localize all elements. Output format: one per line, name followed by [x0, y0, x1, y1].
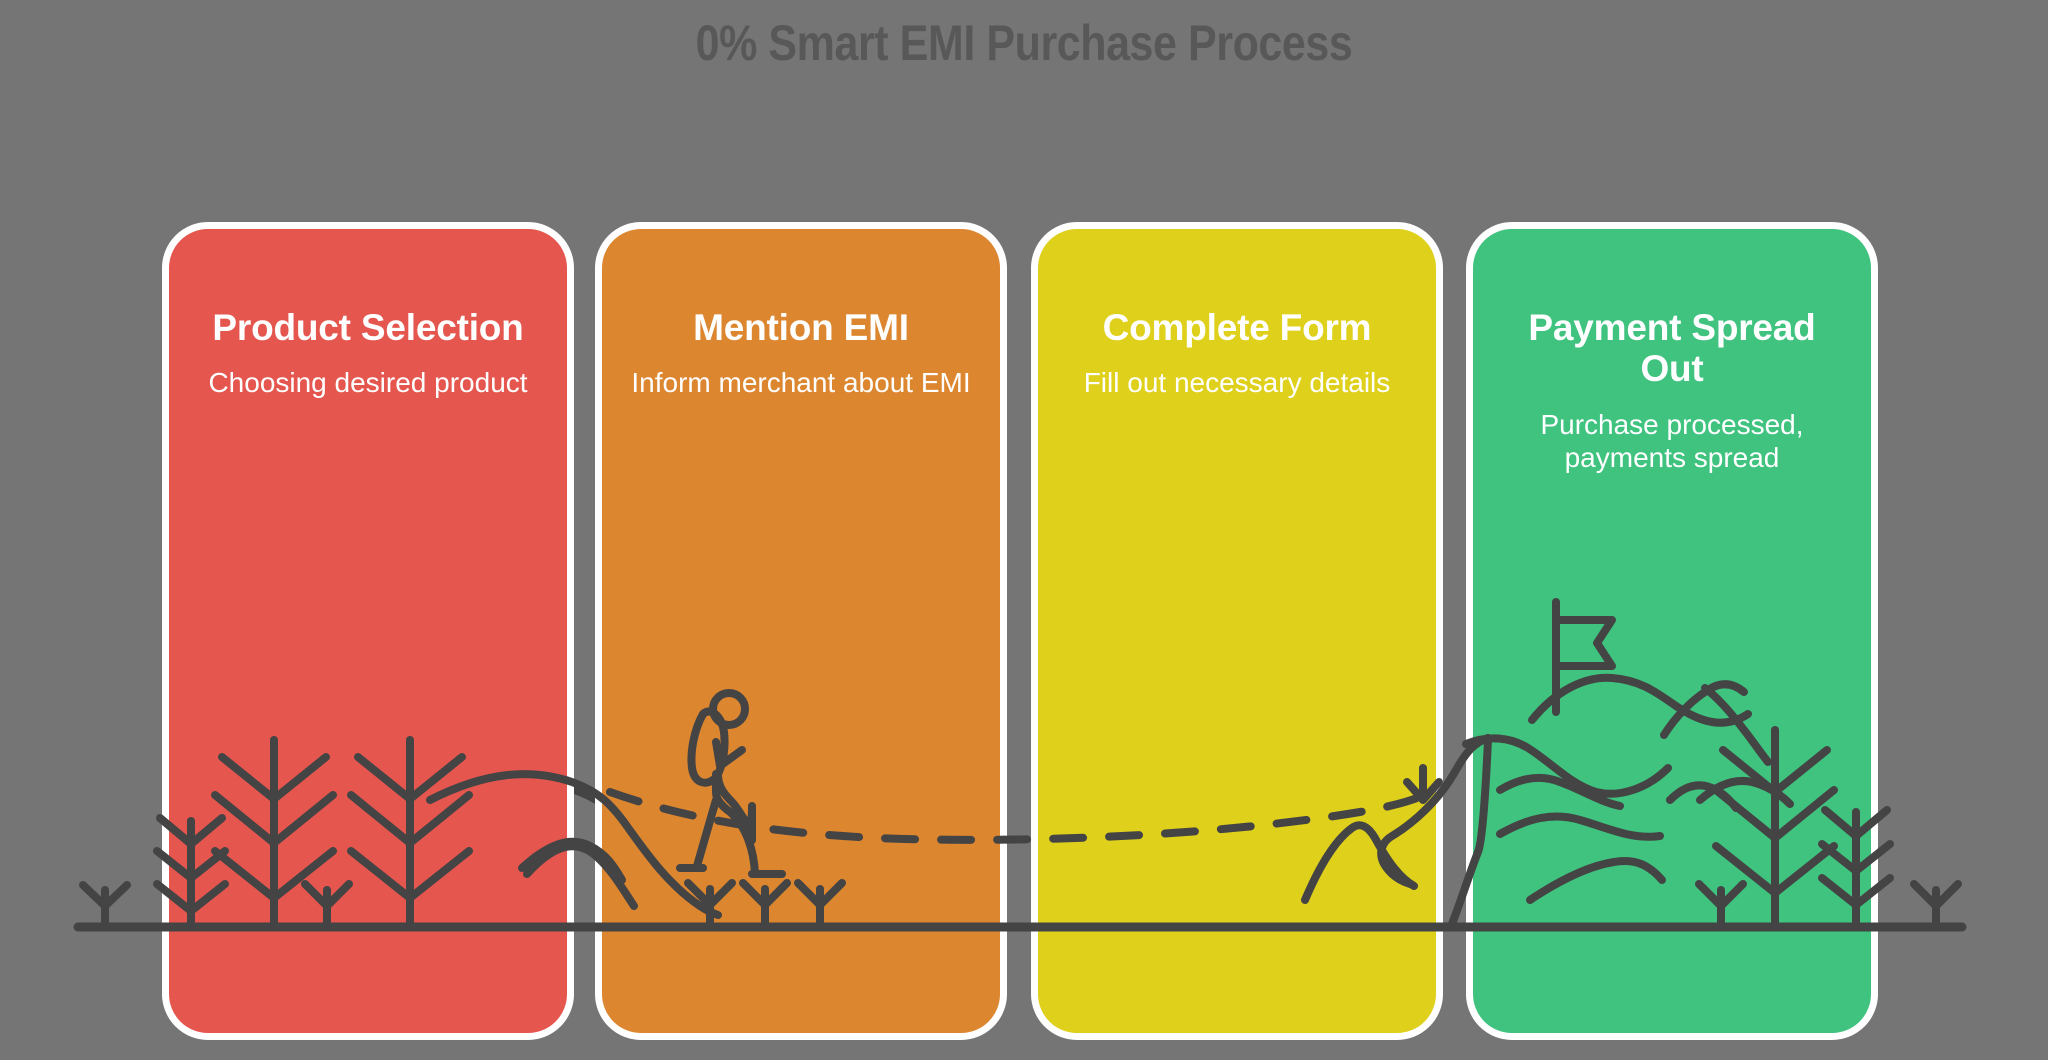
card-description: Purchase processed, payments spread: [1540, 408, 1804, 473]
step-card-mention-emi[interactable]: Mention EMI Inform merchant about EMI: [595, 222, 1007, 1040]
card-title: Payment Spread Out: [1528, 307, 1816, 390]
card-title: Mention EMI: [693, 307, 909, 348]
card-content: Product Selection Choosing desired produ…: [169, 307, 567, 399]
page-title: 0% Smart EMI Purchase Process: [695, 15, 1353, 71]
sapling-outside-right: [1910, 880, 1962, 931]
step-card-payment-spread-out[interactable]: Payment Spread Out Purchase processed, p…: [1466, 222, 1878, 1040]
card-content: Payment Spread Out Purchase processed, p…: [1473, 307, 1871, 474]
card-title: Product Selection: [212, 307, 524, 348]
card-description: Fill out necessary details: [1083, 367, 1391, 399]
card-description: Choosing desired product: [208, 367, 528, 399]
card-content: Mention EMI Inform merchant about EMI: [602, 307, 1000, 399]
step-card-product-selection[interactable]: Product Selection Choosing desired produ…: [162, 222, 574, 1040]
sapling-outside-left: [79, 881, 131, 931]
card-title: Complete Form: [1102, 307, 1372, 348]
step-card-complete-form[interactable]: Complete Form Fill out necessary details: [1031, 222, 1443, 1040]
card-description: Inform merchant about EMI: [631, 367, 971, 399]
card-content: Complete Form Fill out necessary details: [1038, 307, 1436, 399]
